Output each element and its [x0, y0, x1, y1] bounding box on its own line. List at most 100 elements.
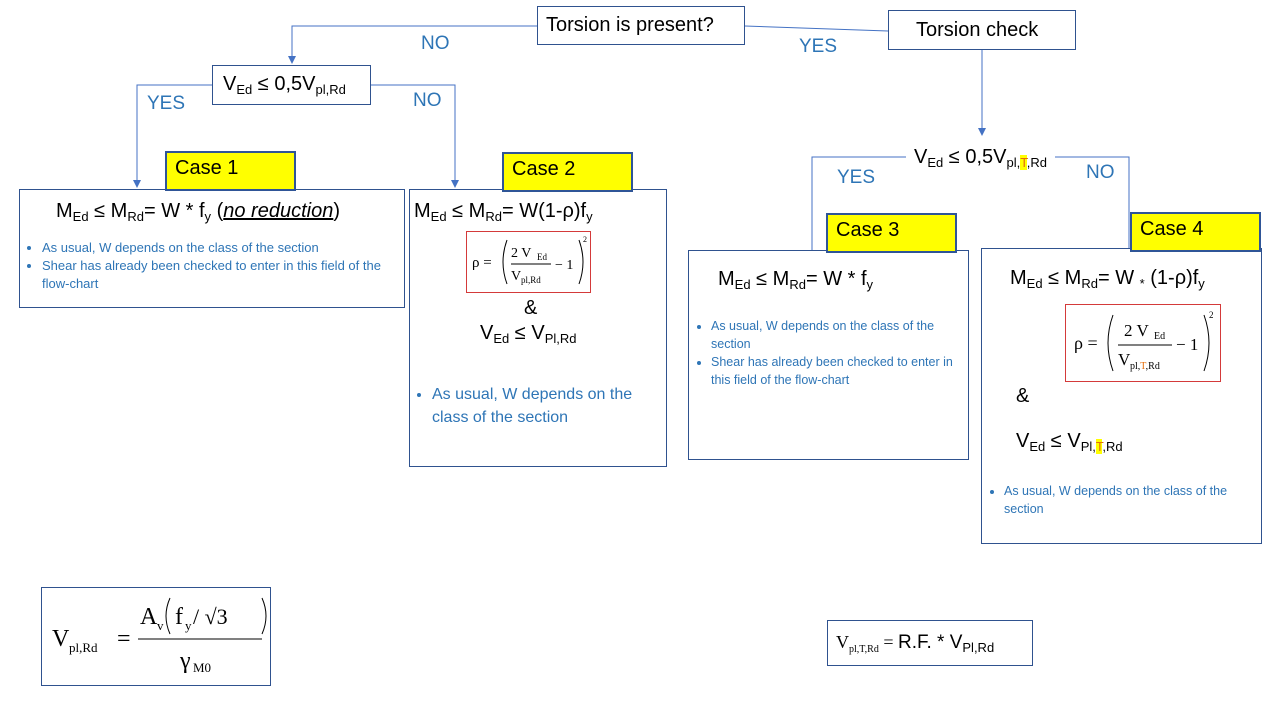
- shear-left-v: V: [223, 73, 237, 95]
- case3-formula: MEd ≤ MRd= W * fy: [718, 268, 873, 291]
- case2-rho-paren-left: [502, 239, 508, 285]
- case1-tag: Case 1: [165, 151, 296, 191]
- vpl-num-div: / √3: [193, 604, 228, 629]
- case2-rho-exp: 2: [583, 235, 587, 244]
- case4-ed: Ed: [1026, 276, 1043, 291]
- case3-tag-text: Case 3: [836, 219, 900, 241]
- connector-torsion-yes: [744, 25, 889, 32]
- case4-rho-paren-left: [1107, 314, 1114, 372]
- case1-bullet: As usual, W depends on the class of the …: [42, 239, 402, 257]
- decision-shear-left: VEd ≤ 0,5Vpl,Rd: [212, 65, 371, 105]
- case2-rho-svg: ρ = 2 V Ed V pl,Rd − 1 2: [472, 235, 587, 285]
- label-yes-top: YES: [799, 36, 838, 57]
- case1-m: M: [56, 200, 73, 222]
- case2-rho-paren-right: [578, 239, 584, 285]
- case4-amp: &: [1016, 385, 1030, 407]
- case2-rho-minus: − 1: [555, 258, 573, 273]
- shear-right-rel: ≤ 0,5V: [943, 146, 1007, 168]
- case4-le: ≤ M: [1042, 267, 1082, 289]
- shear-left-rel: ≤ 0,5V: [252, 73, 316, 95]
- case1-le: ≤ M: [88, 200, 128, 222]
- case2-m: M: [414, 200, 431, 222]
- case2-rho-num-sub: Ed: [537, 252, 547, 262]
- vpl-num-f-sub: y: [185, 618, 192, 633]
- case1-tag-text: Case 1: [175, 157, 239, 179]
- case4-eq: = W: [1097, 267, 1140, 289]
- shear-right-v: V: [914, 146, 928, 168]
- shear-left-sub: pl,Rd: [315, 82, 346, 97]
- case3-le: ≤ M: [750, 268, 790, 290]
- case3-box: MEd ≤ MRd= W * fy As usual, W depends on…: [688, 250, 969, 460]
- case4-vsub-t: T: [1095, 439, 1103, 454]
- vpl-sub: pl,Rd: [69, 640, 98, 655]
- case4-rd: Rd: [1081, 276, 1098, 291]
- vpl-num-a: A: [140, 604, 158, 630]
- shear-right-sub-t: T: [1020, 155, 1027, 170]
- case4-rho-num-sub: Ed: [1154, 331, 1165, 342]
- case1-box: MEd ≤ MRd= W * fy (no reduction) As usua…: [19, 189, 405, 308]
- case1-bullets: As usual, W depends on the class of the …: [20, 239, 402, 293]
- case4-rho-den-sub: pl,T,Rd: [1130, 361, 1160, 372]
- case3-eq: = W * f: [805, 268, 867, 290]
- case2-y: y: [586, 209, 593, 224]
- case1-open: (: [211, 200, 224, 222]
- case2-vle: ≤ V: [509, 322, 545, 344]
- case1-close: ): [333, 200, 340, 222]
- vpl-num-a-sub: v: [157, 618, 164, 633]
- case4-box: MEd ≤ MRd= W * (1-ρ)fy ρ = 2 V Ed V pl,T…: [981, 248, 1262, 544]
- case4-rho-symbol: ρ =: [1074, 333, 1098, 353]
- case4-bullets: As usual, W depends on the class of the …: [982, 482, 1266, 518]
- case2-rho-den-sub: pl,Rd: [521, 275, 541, 285]
- case1-bullet: Shear has already been checked to enter …: [42, 257, 402, 293]
- case2-box: MEd ≤ MRd= W(1-ρ)fy ρ = 2 V Ed V pl,Rd −…: [409, 189, 667, 467]
- case2-ved: Ed: [493, 331, 510, 346]
- case3-m: M: [718, 268, 735, 290]
- case1-note: no reduction: [223, 200, 334, 222]
- case4-vsub-a: Pl,: [1080, 439, 1096, 454]
- case2-amp: &: [524, 297, 538, 319]
- connector-right-yes: [811, 156, 906, 250]
- vplt-formula-box: Vpl,T,Rd = R.F. * VPl,Rd: [827, 620, 1033, 666]
- case4-m: M: [1010, 267, 1027, 289]
- connector-left-yes: [133, 84, 212, 188]
- vpl-paren-right: [261, 597, 267, 635]
- case4-v-formula: VEd ≤ VPl,T,Rd: [1016, 430, 1123, 454]
- vpl-num-f: f: [175, 604, 183, 630]
- case3-ed: Ed: [734, 277, 751, 292]
- case1-y: y: [204, 209, 212, 224]
- vplt-v: V: [836, 632, 849, 652]
- case4-tag: Case 4: [1130, 212, 1261, 252]
- label-no-right: NO: [1086, 162, 1115, 183]
- vpl-formula-svg: V pl,Rd = A v f y / √3 γ M0: [52, 597, 267, 675]
- case1-rd: Rd: [127, 209, 144, 224]
- case4-rho-den-sub-a: pl,: [1130, 361, 1140, 372]
- case1-eq: = W * f: [143, 200, 205, 222]
- case1-ed: Ed: [72, 209, 89, 224]
- case4-vsub-b: ,Rd: [1102, 439, 1123, 454]
- case2-rd: Rd: [485, 209, 502, 224]
- case4-star: *: [1139, 276, 1145, 291]
- case2-bullets: As usual, W depends on the class of the …: [410, 383, 668, 429]
- case3-rd: Rd: [789, 277, 806, 292]
- case4-rho-svg: ρ = 2 V Ed V pl,T,Rd − 1 2: [1074, 310, 1214, 372]
- case1-formula: MEd ≤ MRd= W * fy (no reduction): [56, 200, 340, 223]
- vpl-den: γ: [179, 648, 191, 674]
- shear-left-ed: Ed: [236, 82, 253, 97]
- vplt-sub: pl,T,Rd: [849, 644, 879, 655]
- label-no-left: NO: [413, 90, 442, 111]
- case4-rho-den: V: [1118, 350, 1131, 369]
- case2-formula: MEd ≤ MRd= W(1-ρ)fy: [414, 200, 593, 223]
- label-no-top: NO: [421, 33, 450, 54]
- case2-le: ≤ M: [446, 200, 486, 222]
- decision-torsion-check-text: Torsion check: [916, 19, 1039, 41]
- case2-v-formula: VEd ≤ VPl,Rd: [480, 322, 576, 345]
- case4-rho-formula: ρ = 2 V Ed V pl,T,Rd − 1 2: [1065, 304, 1221, 382]
- vpl-eq: =: [117, 626, 131, 652]
- case4-rho-exp: 2: [1209, 310, 1214, 320]
- connector-left-no: [371, 84, 459, 188]
- case2-vsub: Pl,Rd: [544, 331, 577, 346]
- vpl-den-sub: M0: [193, 660, 211, 675]
- case4-tag-text: Case 4: [1140, 218, 1204, 240]
- case4-y: y: [1198, 276, 1205, 291]
